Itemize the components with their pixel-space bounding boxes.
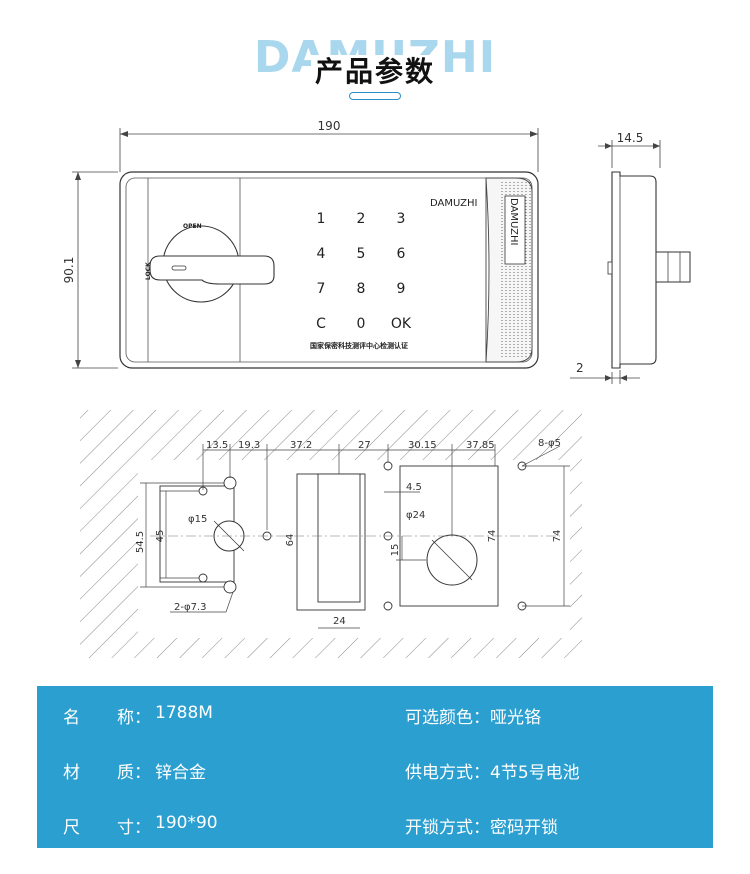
side-view: 14.5 2 [570,131,691,384]
dim-15: 15 [390,544,401,557]
dim-74-outer: 74 [552,530,563,543]
spec-row-2: 材 质： 锌合金 供电方式：4节5号电池 [37,743,713,797]
key-5: 5 [357,246,366,262]
spec-power: 供电方式：4节5号电池 [405,763,580,783]
key-9: 9 [397,281,406,297]
dim-13-5: 13.5 [206,440,228,451]
key-c: C [316,316,326,332]
key-3: 3 [397,211,406,227]
lock-label: LOCK [145,262,152,280]
housing-brand-vertical: DAMUZHI [508,198,519,245]
spec-name-value: 1788M [155,703,213,723]
dim-45: 45 [155,530,166,543]
spec-unlock: 开锁方式：密码开锁 [405,818,558,838]
dim-dia-15: φ15 [188,514,207,525]
dim-24: 24 [333,616,346,627]
dim-depth: 14.5 [617,131,644,145]
front-view: 190 90.1 DAMUZHI DAMUZHI OPEN [62,119,539,369]
key-1: 1 [317,211,326,227]
dim-height: 90.1 [62,257,76,284]
dim-8-holes: 8-φ5 [538,438,561,449]
spec-panel: 名 称： 1788M 可选颜色：哑光铬 材 质： 锌合金 供电方式：4节5号电池… [37,686,713,848]
key-7: 7 [317,281,326,297]
dim-2-holes: 2-φ7.3 [174,602,206,613]
key-2: 2 [357,211,366,227]
key-8: 8 [357,281,366,297]
page-title: 产品参数 [0,50,750,90]
spec-material-key-1: 材 [63,763,80,783]
dim-offset: 2 [576,361,584,375]
title-underline-pill [349,92,401,100]
front-brand-label: DAMUZHI [430,198,477,209]
dim-30-15: 30.15 [408,440,437,451]
spec-material-value: 锌合金 [155,763,206,783]
cutout-drawing: 13.5 19.3 37.2 27 30.15 37.85 8-φ5 54.5 … [80,410,582,658]
spec-row-1: 名 称： 1788M 可选颜色：哑光铬 [37,688,713,742]
dim-37-85: 37.85 [466,440,495,451]
dim-74-inner: 74 [487,530,498,543]
dim-dia-24: φ24 [406,510,425,521]
key-4: 4 [317,246,326,262]
dim-64: 64 [285,534,296,547]
spec-color: 可选颜色：哑光铬 [405,708,541,728]
dim-37-2: 37.2 [290,440,312,451]
spec-row-3: 尺 寸： 190*90 开锁方式：密码开锁 [37,798,713,852]
key-ok: OK [391,316,412,332]
dim-4-5: 4.5 [406,482,422,493]
spec-size-key-2: 寸： [117,818,151,838]
section-header: DAMUZHI 产品参数 [0,30,750,102]
spec-size-value: 190*90 [155,813,218,833]
certification-text: 国家保密科技测评中心检测认证 [310,341,408,350]
spec-name-key-2: 称： [117,708,151,728]
key-6: 6 [397,246,406,262]
dim-54-5: 54.5 [135,531,146,553]
key-0: 0 [357,316,366,332]
spec-size-key-1: 尺 [63,818,80,838]
dim-width: 190 [318,119,341,133]
spec-name-key-1: 名 [63,708,80,728]
open-label: OPEN [183,223,202,230]
dim-27: 27 [358,440,371,451]
spec-material-key-2: 质： [117,763,151,783]
dim-19-3: 19.3 [238,440,260,451]
keypad: 1 2 3 4 5 6 7 8 9 C 0 OK [316,211,412,332]
